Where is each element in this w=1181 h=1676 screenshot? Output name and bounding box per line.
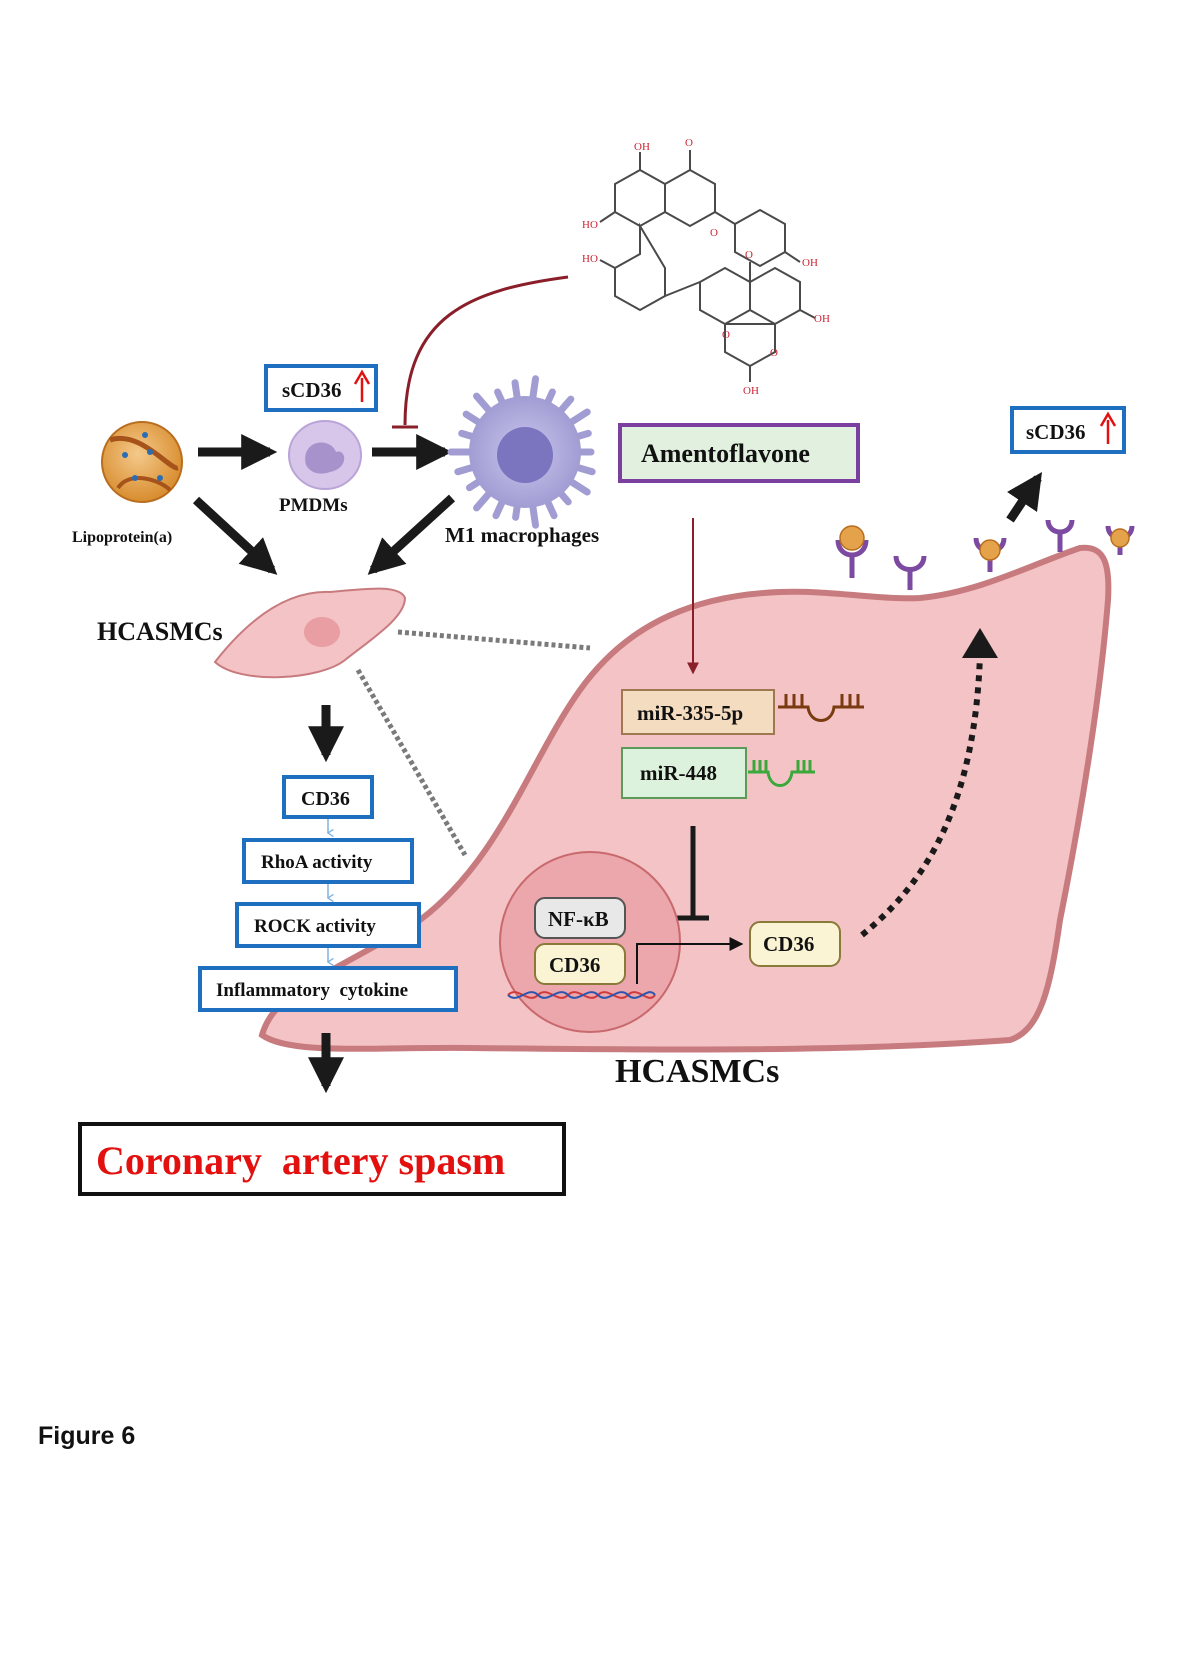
scd36-box-right: sCD36	[1010, 406, 1126, 454]
m1-macrophage-icon	[447, 375, 596, 529]
atom-label: OH	[802, 257, 818, 269]
mirna-hairpin-icon	[748, 760, 815, 787]
rock-box: ROCK activity	[235, 902, 421, 948]
figure-caption: Figure 6	[38, 1422, 136, 1450]
receptor-icon	[893, 555, 927, 590]
molecule-atom-labels: O OH HO O HO O O OH OH OH O	[582, 137, 830, 397]
amentoflavone-label: Amentoflavone	[641, 439, 810, 468]
trafficking-arrow	[860, 654, 983, 938]
receptor-icon	[1045, 519, 1075, 552]
amentoflavone-box: Amentoflavone	[618, 423, 860, 483]
cd36-gene-label: CD36	[549, 953, 600, 977]
nfkb-box: NF-κB	[534, 897, 626, 939]
atom-label: O	[770, 347, 778, 359]
mir448-label: miR-448	[640, 761, 717, 785]
cd36-box: CD36	[282, 775, 374, 819]
atom-label: HO	[582, 253, 598, 265]
m1-label: M1 macrophages	[445, 523, 599, 547]
zoom-connector-top	[397, 629, 591, 651]
atom-label: OH	[634, 141, 650, 153]
receptor-icon	[835, 539, 869, 578]
cd36-box-label: CD36	[301, 788, 350, 810]
up-arrow-icon	[1099, 411, 1117, 444]
scd36-left-label: sCD36	[282, 378, 342, 402]
cd36-protein-box: CD36	[749, 921, 841, 967]
cytokine-box: Inflammatory cytokine	[198, 966, 458, 1012]
lipoprotein-label: Lipoprotein(a)	[72, 529, 172, 546]
rhoa-box: RhoA activity	[242, 838, 414, 884]
hcasmc-small-label: HCASMCs	[97, 617, 223, 646]
mirna-hairpin-icon	[778, 694, 864, 722]
arrow-lipo-to-hcasmc	[192, 496, 278, 575]
zoom-connector-bottom	[355, 668, 468, 857]
scd36-box-left: sCD36	[264, 364, 378, 412]
trafficking-arrowhead	[962, 628, 998, 658]
nfkb-label: NF-κB	[548, 907, 609, 931]
pmdm-label: PMDMs	[279, 495, 348, 516]
cytokine-label: Inflammatory cytokine	[216, 980, 408, 1001]
amentoflavone-structure	[599, 150, 816, 382]
cd36-gene-box: CD36	[534, 943, 626, 985]
nucleus-icon	[499, 851, 681, 1033]
arrow-to-scd36-right	[1006, 472, 1042, 523]
lipoprotein-icon	[101, 421, 183, 503]
rock-label: ROCK activity	[254, 916, 376, 937]
dna-helix-icon	[507, 991, 656, 999]
mir335-label: miR-335-5p	[637, 701, 743, 725]
cd36-protein-label: CD36	[763, 932, 814, 956]
spasm-label: Coronary artery spasm	[96, 1138, 505, 1183]
up-arrow-icon	[353, 369, 371, 402]
atom-label: O	[710, 227, 718, 239]
mir335-box: miR-335-5p	[621, 689, 775, 735]
spasm-box: Coronary artery spasm	[78, 1122, 566, 1196]
hcasmc-large-label: HCASMCs	[615, 1053, 779, 1090]
atom-label: O	[745, 249, 753, 261]
atom-label: O	[685, 137, 693, 149]
pmdm-cell-icon	[288, 420, 362, 490]
rhoa-label: RhoA activity	[261, 852, 373, 873]
atom-label: O	[722, 329, 730, 341]
atom-label: HO	[582, 219, 598, 231]
atom-label: OH	[743, 385, 759, 397]
scd36-right-label: sCD36	[1026, 420, 1086, 444]
bound-lipoprotein-icons	[839, 525, 1130, 561]
arrow-m1-to-hcasmc	[367, 494, 456, 575]
transcription-arrow	[636, 937, 744, 984]
hcasmc-small-icon	[213, 587, 407, 679]
atom-label: OH	[814, 313, 830, 325]
amentoflavone-inhibition-curve	[403, 275, 569, 426]
mir448-box: miR-448	[621, 747, 747, 799]
